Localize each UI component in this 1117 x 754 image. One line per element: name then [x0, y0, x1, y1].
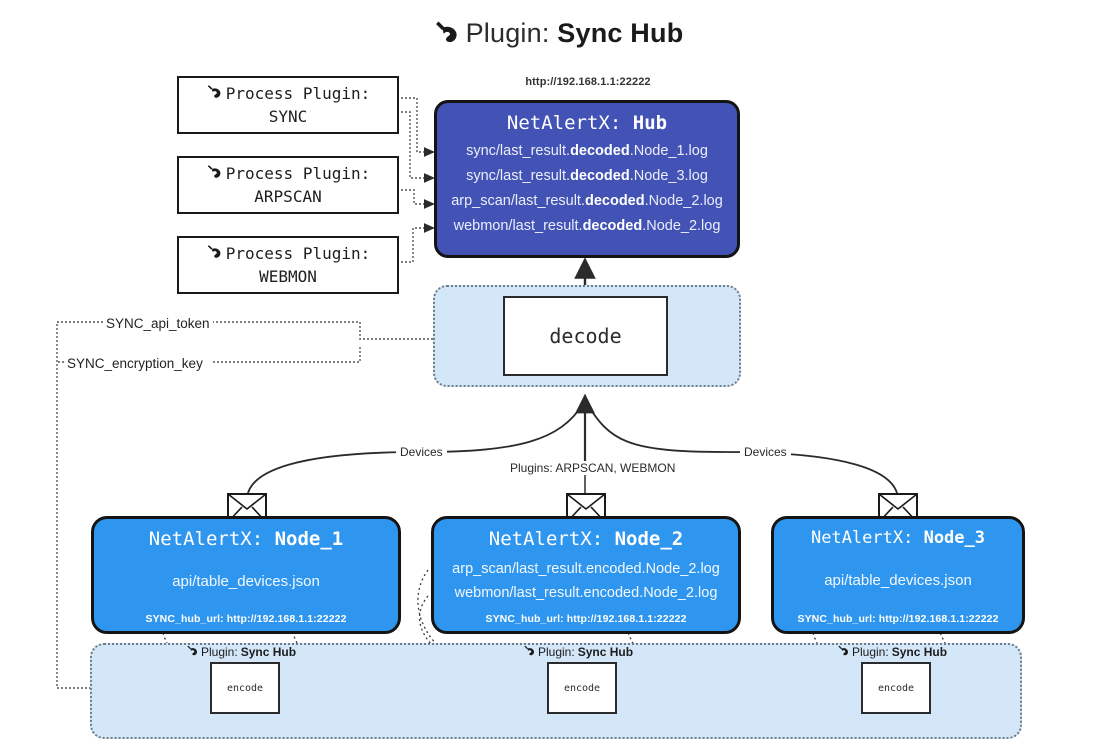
- encode-plugin-prefix: Plugin:: [201, 645, 238, 659]
- hub-log-pre: sync/last_result.: [466, 167, 571, 184]
- hub-log-post: .Node_3.log: [629, 167, 708, 184]
- node-box-node-3[interactable]: NetAlertX: Node_3 api/table_devices.json…: [771, 516, 1025, 634]
- sync-encryption-key-label: SYNC_encryption_key: [64, 356, 206, 371]
- title-name: Sync Hub: [557, 18, 684, 48]
- sync-api-token-label: SYNC_api_token: [103, 316, 213, 331]
- node-header-name: Node_1: [274, 528, 344, 550]
- hub-log-pre: webmon/last_result.: [453, 217, 583, 234]
- hub-log-mid: decoded: [570, 167, 630, 184]
- plug-icon: [434, 19, 460, 52]
- hub-log-mid: decoded: [582, 217, 643, 234]
- hub-node[interactable]: NetAlertX: Hub sync/last_result.decoded.…: [434, 100, 740, 258]
- encode-box[interactable]: encode: [547, 662, 617, 714]
- plug-icon: [523, 644, 536, 660]
- hub-log-post: .Node_1.log: [629, 143, 708, 159]
- hub-header: NetAlertX: Hub: [507, 112, 667, 134]
- encode-plugin-tag: Plugin: Sync Hub: [523, 644, 633, 660]
- edge-label-devices-right: Devices: [740, 445, 791, 459]
- plug-icon: [206, 83, 223, 106]
- node-line: webmon/last_result.encoded.Node_2.log: [454, 584, 718, 601]
- encode-plugin-name: Sync Hub: [577, 645, 634, 659]
- hub-log-post: .Node_2.log: [644, 192, 723, 209]
- node-hub-url: SYNC_hub_url: http://192.168.1.1:22222: [797, 613, 999, 625]
- node-line: arp_scan/last_result.encoded.Node_2.log: [452, 561, 720, 578]
- process-plugin-label: Process Plugin:: [225, 244, 371, 264]
- hub-log-mid: decoded: [584, 192, 645, 209]
- page-title: Plugin: Sync Hub: [0, 18, 1117, 52]
- encode-plugin-prefix: Plugin:: [852, 645, 889, 659]
- hub-log-row: arp_scan/last_result.decoded.Node_2.log: [451, 189, 723, 214]
- process-plugin-name: SYNC: [268, 106, 308, 126]
- plug-icon: [206, 163, 223, 186]
- node-hub-url: SYNC_hub_url: http://192.168.1.1:22222: [145, 613, 347, 625]
- node-lines: arp_scan/last_result.encoded.Node_2.log …: [434, 550, 738, 613]
- hub-log-mid: decoded: [570, 143, 630, 159]
- plug-icon: [206, 243, 223, 266]
- process-plugin-label: Process Plugin:: [225, 84, 371, 104]
- node-header-name: Node_3: [923, 528, 985, 548]
- encode-plugin-prefix: Plugin:: [538, 645, 575, 659]
- node-header-prefix: NetAlertX:: [148, 528, 275, 550]
- title-prefix: Plugin:: [465, 18, 558, 48]
- hub-log-pre: arp_scan/last_result.: [451, 192, 585, 209]
- node-hub-url: SYNC_hub_url: http://192.168.1.1:22222: [485, 613, 687, 625]
- node-box-node-1[interactable]: NetAlertX: Node_1 api/table_devices.json…: [91, 516, 401, 634]
- hub-url-label: http://192.168.1.1:22222: [525, 76, 651, 88]
- hub-log-row: sync/last_result.decoded.Node_3.log: [466, 164, 708, 189]
- encode-box[interactable]: encode: [210, 662, 280, 714]
- node-header-prefix: NetAlertX:: [488, 528, 615, 550]
- hub-log-post: .Node_2.log: [642, 217, 721, 234]
- node-line: api/table_devices.json: [824, 571, 972, 589]
- hub-log-row: sync/last_result.decoded.Node_1.log: [466, 139, 708, 164]
- process-plugin-box-sync[interactable]: Process Plugin: SYNC: [177, 76, 399, 134]
- node-header-prefix: NetAlertX:: [810, 528, 924, 548]
- hub-header-prefix: NetAlertX:: [506, 112, 633, 134]
- node-lines: api/table_devices.json: [774, 548, 1022, 613]
- node-header: NetAlertX: Node_1: [149, 528, 343, 550]
- encode-box[interactable]: encode: [861, 662, 931, 714]
- node-line: api/table_devices.json: [172, 572, 320, 590]
- encode-plugin-name: Sync Hub: [891, 645, 948, 659]
- node-header-name: Node_2: [614, 528, 684, 550]
- hub-header-name: Hub: [632, 112, 668, 134]
- plug-icon: [837, 644, 850, 660]
- encode-plugin-tag: Plugin: Sync Hub: [837, 644, 947, 660]
- plug-icon: [186, 644, 199, 660]
- process-plugin-name: ARPSCAN: [254, 186, 322, 206]
- process-plugin-name: WEBMON: [259, 266, 317, 286]
- process-plugin-box-arpscan[interactable]: Process Plugin: ARPSCAN: [177, 156, 399, 214]
- edge-label-devices-left: Devices: [396, 445, 447, 459]
- node-lines: api/table_devices.json: [94, 550, 398, 613]
- hub-log-row: webmon/last_result.decoded.Node_2.log: [454, 214, 721, 239]
- decode-box[interactable]: decode: [503, 296, 668, 376]
- process-plugin-label: Process Plugin:: [225, 164, 371, 184]
- node-header: NetAlertX: Node_3: [811, 528, 985, 548]
- node-box-node-2[interactable]: NetAlertX: Node_2 arp_scan/last_result.e…: [431, 516, 741, 634]
- process-plugin-box-webmon[interactable]: Process Plugin: WEBMON: [177, 236, 399, 294]
- encode-plugin-name: Sync Hub: [240, 645, 297, 659]
- hub-log-pre: sync/last_result.: [466, 143, 571, 159]
- edge-label-plugins: Plugins: ARPSCAN, WEBMON: [506, 461, 680, 475]
- node-header: NetAlertX: Node_2: [489, 528, 683, 550]
- encode-plugin-tag: Plugin: Sync Hub: [186, 644, 296, 660]
